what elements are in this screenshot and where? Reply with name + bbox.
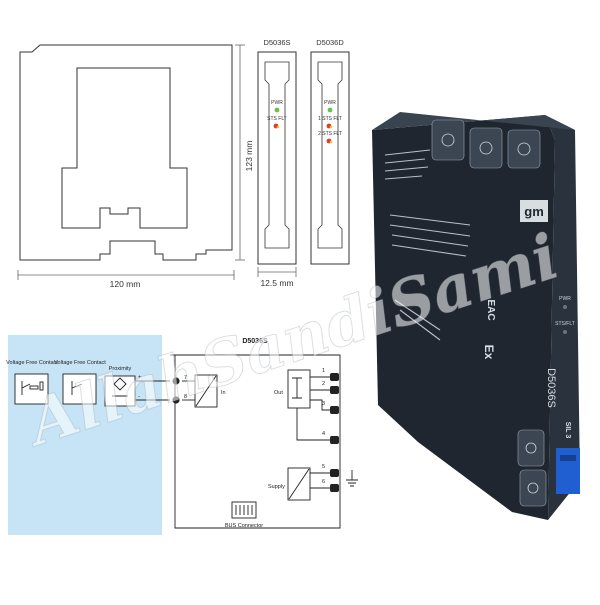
terminal-7 [172, 377, 180, 385]
terminal-4 [330, 436, 339, 444]
terminal-3-label: 3 [322, 401, 325, 407]
device-front-face [545, 115, 580, 520]
device-brand: gm [524, 204, 544, 219]
front-view-led-label-pwr: PWR [324, 100, 336, 106]
terminal-1-label: 1 [322, 368, 325, 374]
bus-connector-label: BUS Connector [225, 523, 263, 529]
led-yellow-icon [276, 125, 280, 129]
terminal-4-label: 4 [322, 431, 325, 437]
front-view-led-label-pwr: PWR [271, 100, 283, 106]
device-top-edge [372, 112, 575, 130]
output-relay-block [287, 369, 311, 409]
proximity-box [104, 375, 136, 407]
side-profile-drawing [19, 44, 233, 261]
housing-outline [19, 44, 233, 261]
front-view-inner-outline [317, 61, 343, 249]
mark-ex: Ex [482, 345, 496, 360]
front-view-d5036s: D5036S PWR STS FLT [257, 38, 297, 265]
terminal-5 [330, 469, 339, 477]
device-led-icon [563, 305, 567, 309]
isolation-slash [195, 375, 217, 407]
input-label-proximity: Proximity [109, 366, 132, 372]
wiring-diagram: D5036S Voltage Free Contact Voltage Free… [6, 338, 358, 529]
terminal-6-label: 6 [322, 479, 325, 485]
bus-pins-icon [235, 505, 253, 515]
device-side-face [372, 115, 555, 520]
field-side-panel [8, 335, 162, 535]
terminal-2 [330, 386, 339, 394]
front-view-inner-outline [264, 61, 290, 249]
terminal-8-label: 8 [184, 394, 187, 400]
led-green-icon [274, 107, 280, 113]
device-model: D5036S [545, 368, 557, 408]
supply-label: Supply [268, 484, 285, 490]
device-led-icon [563, 330, 567, 334]
front-view-led-label-sts: STS FLT [267, 116, 287, 122]
front-view-d5036d: D5036D PWR 1 STS FLT 2 STS FLT [310, 38, 350, 265]
ground-icon [346, 470, 358, 487]
input-label-contact-2: Voltage Free Contact [54, 360, 106, 366]
contact-2-box [62, 373, 97, 405]
blue-connector-slot [560, 455, 576, 461]
wire [310, 399, 330, 411]
out-label: Out [274, 390, 283, 396]
led-green-icon [327, 107, 333, 113]
led-yellow-icon [329, 140, 333, 144]
front-view-led-label-sts1: 1 STS FLT [318, 116, 342, 122]
mark-eac: EAC [485, 299, 496, 320]
switch-icon [71, 381, 83, 395]
housing-inner-outline [61, 67, 188, 229]
module-enclosure [170, 354, 341, 529]
front-view-led-label-sts2: 2 STS FLT [318, 131, 342, 137]
depth-dimension-label: 12.5 mm [260, 278, 293, 288]
wire [296, 408, 330, 441]
terminal-blocks [431, 119, 547, 507]
blue-connector [556, 448, 580, 494]
front-view-outline [310, 51, 350, 265]
height-dimension-label: 123 mm [244, 141, 254, 172]
polarity-minus: - [138, 394, 140, 400]
device-led-label-sts: STS/FLT [555, 321, 575, 327]
device-led-label-pwr: PWR [559, 296, 571, 302]
screw-icons [441, 133, 539, 494]
terminal-5-label: 5 [322, 464, 325, 470]
polarity-plus: + [138, 375, 142, 381]
resistor-icon [29, 385, 39, 390]
resistor-icon [39, 381, 44, 391]
terminal-6 [330, 484, 339, 492]
input-label-contact-1: Voltage Free Contact [6, 360, 58, 366]
terminal-2-label: 2 [322, 381, 325, 387]
gm-logo-badge [520, 200, 548, 222]
front-view-model-label: D5036S [263, 38, 290, 47]
device-illustration: gm D5036S EAC Ex SIL 3 PWR STS/FLT [372, 112, 580, 520]
proximity-sensor-icon [112, 377, 128, 397]
device-label-lines [384, 149, 471, 341]
wiring-title: D5036S [242, 338, 268, 345]
in-label: In [221, 390, 226, 396]
terminal-1 [330, 373, 339, 381]
relay-contact-icon [292, 377, 302, 399]
front-view-outline [257, 51, 297, 265]
width-dimension-label: 120 mm [110, 279, 141, 289]
terminal-3 [330, 406, 339, 414]
dimension-lines [17, 44, 297, 280]
mark-sil: SIL 3 [564, 422, 571, 439]
output-terminals [330, 373, 339, 492]
isolation-slash [288, 468, 310, 500]
switch-icon [21, 381, 31, 395]
terminal-8 [172, 396, 180, 404]
led-yellow-icon [329, 125, 333, 129]
front-view-model-label: D5036D [316, 38, 344, 47]
terminal-7-label: 7 [184, 375, 187, 381]
